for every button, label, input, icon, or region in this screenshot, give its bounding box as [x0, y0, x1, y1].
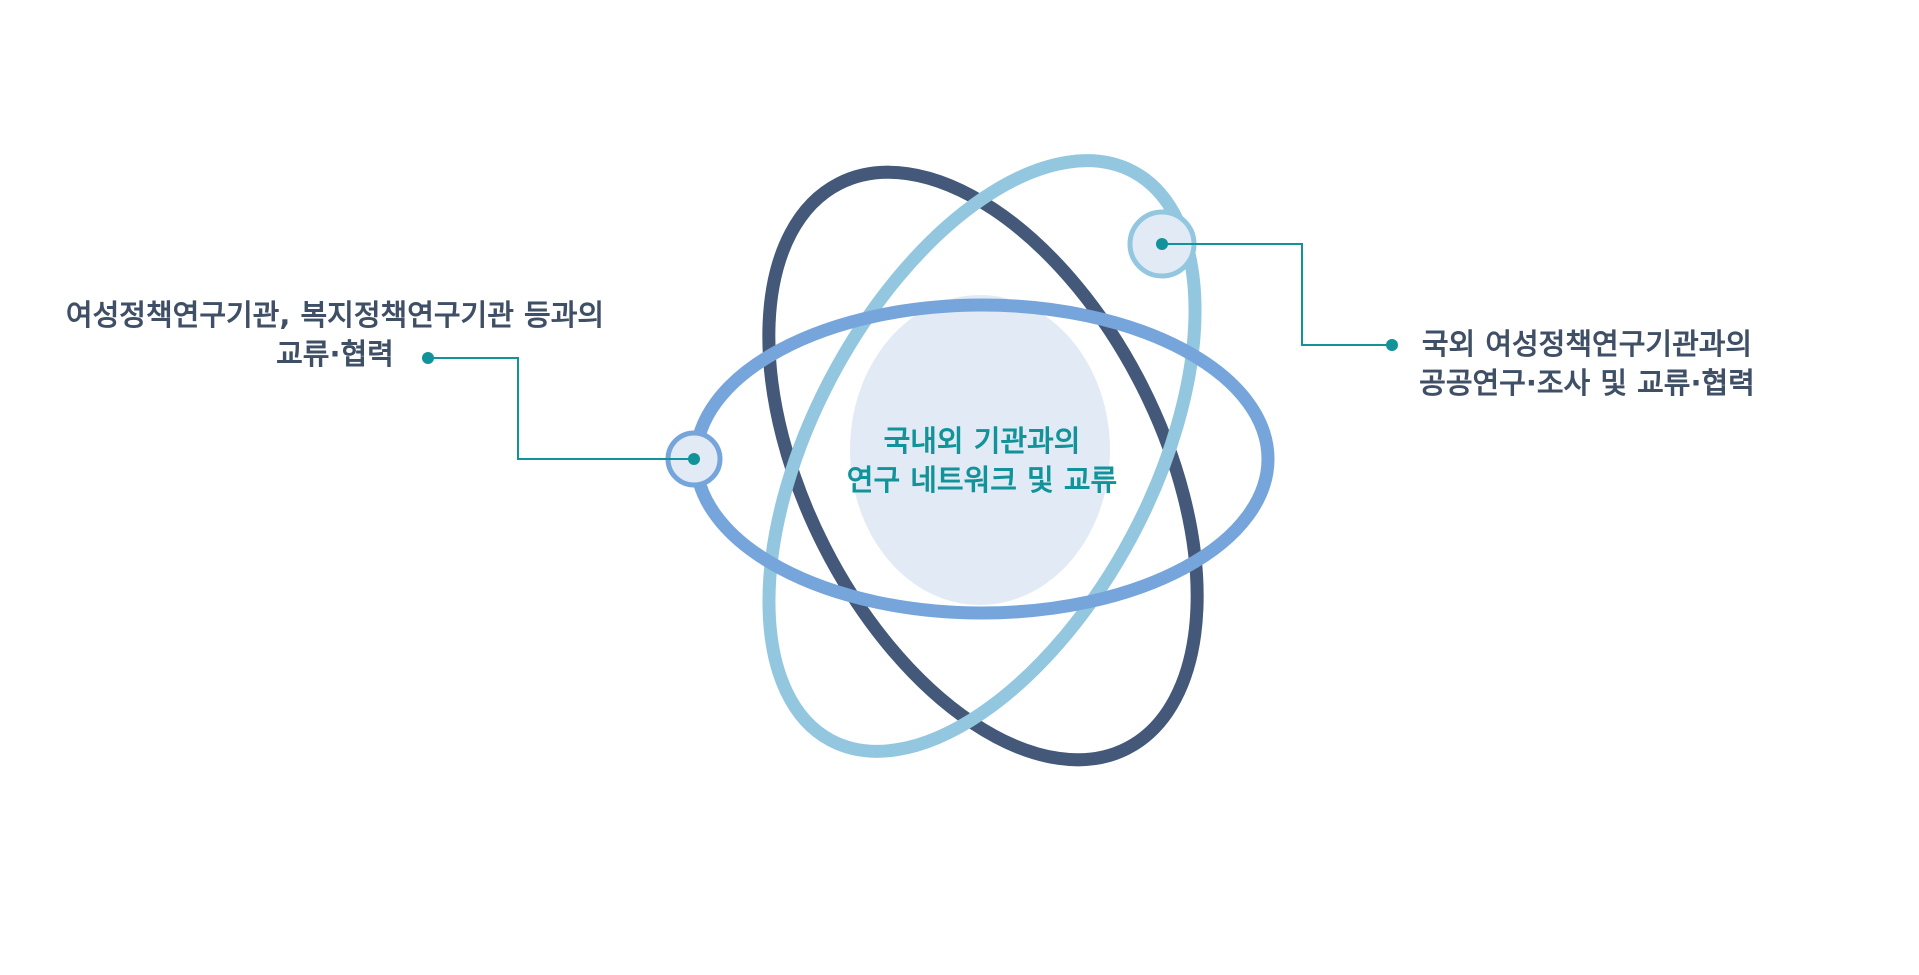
left-connector-dot: [422, 352, 434, 364]
right-label-line2: 공공연구·조사 및 교류·협력: [1419, 366, 1755, 400]
left-label-line2: 교류·협력: [276, 337, 394, 371]
left-label-line1: 여성정책연구기관, 복지정책연구기관 등과의: [66, 298, 604, 332]
center-label-line1: 국내외 기관과의: [884, 424, 1081, 458]
orbit-dark: [762, 165, 1204, 767]
orbit-light: [762, 154, 1202, 758]
right-connector-dot: [1386, 339, 1398, 351]
right-label-line1: 국외 여성정책연구기관과의: [1422, 327, 1752, 361]
center-label-line2: 연구 네트워크 및 교류: [847, 463, 1117, 497]
right-connector: [1162, 243, 1392, 346]
core-fill: [850, 295, 1110, 605]
left-connector: [428, 357, 694, 460]
